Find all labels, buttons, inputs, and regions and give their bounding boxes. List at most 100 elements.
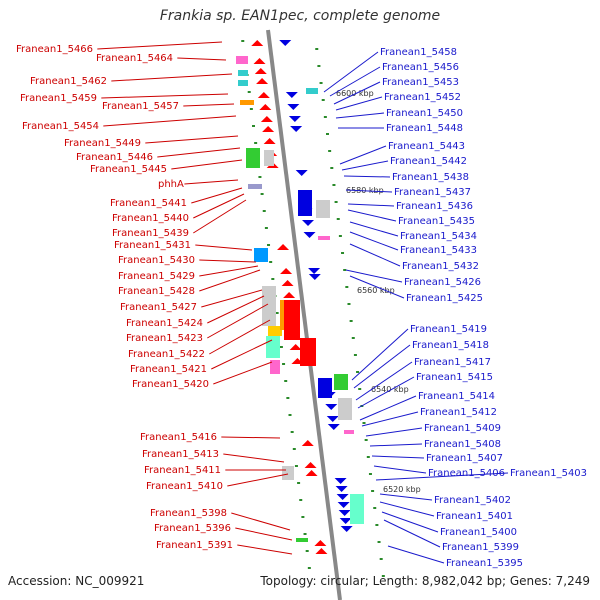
scale-tick [269,261,273,263]
feature-box [262,286,276,326]
feature-box [350,494,364,524]
gene-label-left[interactable]: Franean1_5431 [114,240,191,251]
gene-label-left[interactable]: Franean1_5429 [118,271,195,282]
label-leader-line [193,193,245,219]
gene-label-right[interactable]: Franean1_5435 [398,216,475,227]
gene-label-right[interactable]: Franean1_5412 [420,407,497,418]
label-leader-line [351,328,409,381]
forward-gene-arrow [263,138,276,144]
feature-box [238,70,248,76]
gene-label-left[interactable]: Franean1_5445 [90,164,167,175]
gene-label-right[interactable]: Franean1_5415 [416,372,493,383]
gene-label-left[interactable]: Franean1_5459 [20,93,97,104]
reverse-gene-arrow [326,416,339,422]
gene-label-left[interactable]: Franean1_5391 [156,540,233,551]
label-leader-line [333,81,381,105]
gene-label-left[interactable]: Franean1_5428 [118,286,195,297]
gene-label-right[interactable]: Franean1_5407 [426,453,503,464]
gene-label-right[interactable]: Franean1_5402 [434,495,511,506]
gene-label-left[interactable]: Franean1_5398 [150,508,227,519]
gene-label-right[interactable]: Franean1_5418 [412,340,489,351]
gene-label-right[interactable]: Franean1_5434 [400,231,477,242]
gene-label-left[interactable]: Franean1_5423 [126,333,203,344]
reverse-gene-arrow [279,40,292,46]
gene-label-left[interactable]: Franean1_5439 [112,228,189,239]
gene-label-right[interactable]: Franean1_5452 [384,92,461,103]
label-leader-line [379,493,433,501]
gene-label-right[interactable]: Franean1_5436 [396,201,473,212]
gene-label-right[interactable]: Franean1_5426 [404,277,481,288]
gene-label-left[interactable]: Franean1_5457 [102,101,179,112]
gene-label-right[interactable]: Franean1_5406 [428,468,505,479]
gene-label-right[interactable]: Franean1_5450 [386,108,463,119]
gene-label-right[interactable]: Franean1_5414 [418,391,495,402]
gene-label-left[interactable]: Franean1_5441 [110,198,187,209]
gene-label-right[interactable]: Franean1_5399 [442,542,519,553]
label-leader-line [353,344,411,389]
scale-tick [299,499,303,501]
gene-label-left[interactable]: phhA [158,179,184,190]
gene-label-left[interactable]: Franean1_5466 [16,44,93,55]
forward-gene-arrow [305,470,318,476]
gene-label-right[interactable]: Franean1_5419 [410,324,487,335]
reverse-gene-arrow [308,268,321,274]
gene-label-right[interactable]: Franean1_5401 [436,511,513,522]
label-leader-line [345,189,393,193]
gene-label-left[interactable]: Franean1_5446 [76,152,153,163]
gene-label-left[interactable]: Franean1_5424 [126,318,203,329]
gene-label-left[interactable]: Franean1_5427 [120,302,197,313]
gene-label-left[interactable]: Franean1_5411 [144,465,221,476]
gene-label-right[interactable]: Franean1_5395 [446,558,523,569]
forward-gene-arrow [304,462,317,468]
gene-label-right[interactable]: Franean1_5417 [414,357,491,368]
scale-label: 6560 kbp [357,286,395,295]
reverse-gene-arrow [290,126,303,132]
gene-label-right[interactable]: Franean1_5443 [388,141,465,152]
gene-label-left[interactable]: Franean1_5440 [112,213,189,224]
gene-label-right[interactable]: Franean1_5448 [386,123,463,134]
gene-label-right[interactable]: Franean1_5456 [382,62,459,73]
scale-tick [366,456,370,458]
label-leader-line [157,147,241,158]
gene-label-left[interactable]: Franean1_5454 [22,121,99,132]
scale-tick [345,286,349,288]
label-leader-line [195,244,253,251]
gene-label-right[interactable]: Franean1_5408 [424,439,501,450]
scale-tick [249,108,253,110]
gene-label-left[interactable]: Franean1_5396 [154,523,231,534]
gene-label-right[interactable]: Franean1_5458 [380,47,457,58]
gene-label-right[interactable]: Franean1_5453 [382,77,459,88]
gene-label-left[interactable]: Franean1_5416 [140,432,217,443]
gene-label-right[interactable]: Franean1_5442 [390,156,467,167]
gene-label-left[interactable]: Franean1_5420 [132,379,209,390]
gene-label-right[interactable]: Franean1_5403 [510,468,587,479]
gene-label-left[interactable]: Franean1_5462 [30,76,107,87]
gene-label-left[interactable]: Franean1_5449 [64,138,141,149]
reverse-gene-block [298,190,312,216]
label-leader-line [383,519,441,548]
gene-label-left[interactable]: Franean1_5422 [128,349,205,360]
gene-label-left[interactable]: Franean1_5430 [118,255,195,266]
gene-label-left[interactable]: Franean1_5410 [146,481,223,492]
gene-label-right[interactable]: Franean1_5437 [394,187,471,198]
label-leader-line [369,443,423,447]
feature-box [306,88,318,94]
gene-label-left[interactable]: Franean1_5464 [96,53,173,64]
gene-label-left[interactable]: Franean1_5421 [130,364,207,375]
gene-label-right[interactable]: Franean1_5400 [440,527,517,538]
gene-label-left[interactable]: Franean1_5413 [142,449,219,460]
reverse-gene-arrow [327,424,340,430]
gene-label-right[interactable]: Franean1_5433 [400,245,477,256]
scale-tick [330,167,334,169]
feature-box [246,148,260,168]
label-leader-line [339,145,387,165]
scale-tick [373,507,377,509]
gene-label-right[interactable]: Franean1_5432 [402,261,479,272]
scale-tick [254,142,258,144]
feature-box [280,300,284,330]
gene-label-right[interactable]: Franean1_5438 [392,172,469,183]
gene-label-right[interactable]: Franean1_5409 [424,423,501,434]
feature-box [238,80,248,86]
gene-label-right[interactable]: Franean1_5425 [406,293,483,304]
